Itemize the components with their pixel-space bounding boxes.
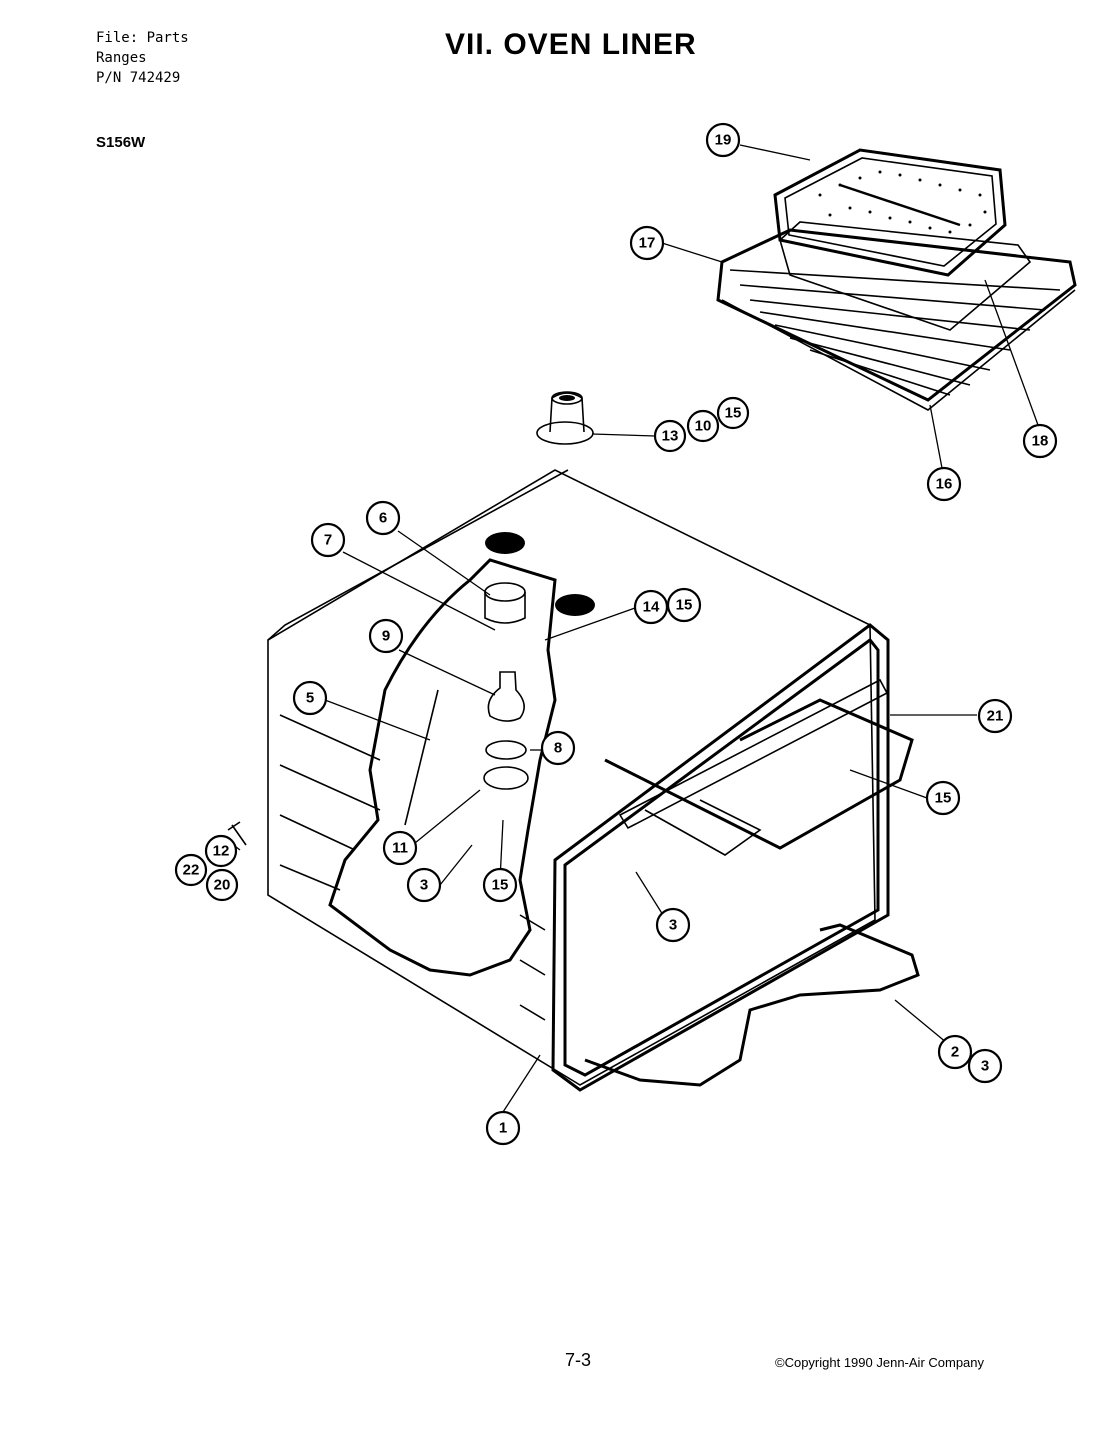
svg-text:3: 3	[420, 877, 428, 894]
svg-text:15: 15	[492, 877, 509, 894]
callout-3-light: 3	[406, 867, 442, 903]
callout-13: 13	[653, 419, 687, 453]
callout-1: 1	[485, 1110, 521, 1146]
model-number: S156W	[96, 134, 146, 151]
callout-18: 18	[1022, 423, 1058, 459]
svg-text:18: 18	[1032, 433, 1049, 450]
light-bulb-drawing	[487, 671, 525, 722]
oven-rack-drawing	[716, 228, 1077, 411]
part-number-label: P/N 742429	[96, 70, 181, 86]
svg-text:3: 3	[981, 1058, 989, 1075]
lens-gasket-drawing	[483, 766, 529, 790]
callout-8: 8	[540, 730, 576, 766]
svg-text:1: 1	[499, 1120, 507, 1137]
callout-12: 12	[204, 834, 238, 868]
callout-15-lens: 15	[482, 867, 518, 903]
callout-5: 5	[292, 680, 328, 716]
callout-6: 6	[365, 500, 401, 536]
svg-text:10: 10	[695, 418, 712, 435]
page-number: 7-3	[565, 1350, 592, 1370]
file-label: File: Parts	[96, 30, 189, 46]
callout-16: 16	[926, 466, 962, 502]
svg-text:15: 15	[725, 405, 742, 422]
callout-2: 2	[937, 1034, 973, 1070]
callout-15-top: 15	[716, 396, 750, 430]
broiler-insert-drawing	[779, 221, 1032, 331]
callout-10: 10	[686, 409, 720, 443]
svg-text:15: 15	[676, 597, 693, 614]
lens-drawing	[485, 740, 527, 760]
callout-17: 17	[629, 225, 665, 261]
svg-text:2: 2	[951, 1044, 959, 1061]
callout-19: 19	[705, 122, 741, 158]
svg-text:17: 17	[639, 235, 656, 252]
callout-21: 21	[977, 698, 1013, 734]
svg-text:20: 20	[214, 877, 231, 894]
svg-text:16: 16	[936, 476, 953, 493]
svg-text:5: 5	[306, 690, 314, 707]
callout-9: 9	[368, 618, 404, 654]
callout-3-broil: 3	[655, 907, 691, 943]
svg-text:19: 19	[715, 132, 732, 149]
screw-drawing	[227, 821, 247, 846]
svg-text:7: 7	[324, 532, 332, 549]
callout-22: 22	[174, 853, 208, 887]
svg-text:14: 14	[643, 599, 660, 616]
copyright-notice: ©Copyright 1990 Jenn-Air Company	[775, 1355, 985, 1370]
svg-text:9: 9	[382, 628, 390, 645]
wire-drawing	[404, 689, 439, 826]
svg-text:6: 6	[379, 510, 387, 527]
svg-text:13: 13	[662, 428, 679, 445]
light-socket-drawing	[484, 582, 526, 624]
svg-text:3: 3	[669, 917, 677, 934]
light-socket-cover-drawing	[536, 391, 594, 445]
svg-text:11: 11	[392, 840, 408, 857]
svg-text:8: 8	[554, 740, 562, 757]
svg-text:22: 22	[183, 862, 200, 879]
callout-15-broil: 15	[925, 780, 961, 816]
callout-11: 11	[382, 830, 418, 866]
bake-element-drawing	[584, 923, 920, 1087]
callout-7: 7	[310, 522, 346, 558]
leader-lines	[226, 144, 1039, 1113]
page-title: VII. OVEN LINER	[445, 28, 697, 61]
broiler-pan-drawing	[773, 148, 1007, 277]
callout-14: 14	[633, 589, 669, 625]
svg-text:12: 12	[213, 843, 230, 860]
broil-element-drawing	[604, 678, 914, 856]
category-label: Ranges	[96, 50, 147, 66]
callout-20: 20	[205, 868, 239, 902]
svg-text:15: 15	[935, 790, 952, 807]
callout-15-socket: 15	[666, 587, 702, 623]
oven-liner-drawing	[267, 469, 890, 1092]
callout-3-bake: 3	[967, 1048, 1003, 1084]
svg-text:21: 21	[987, 708, 1004, 725]
